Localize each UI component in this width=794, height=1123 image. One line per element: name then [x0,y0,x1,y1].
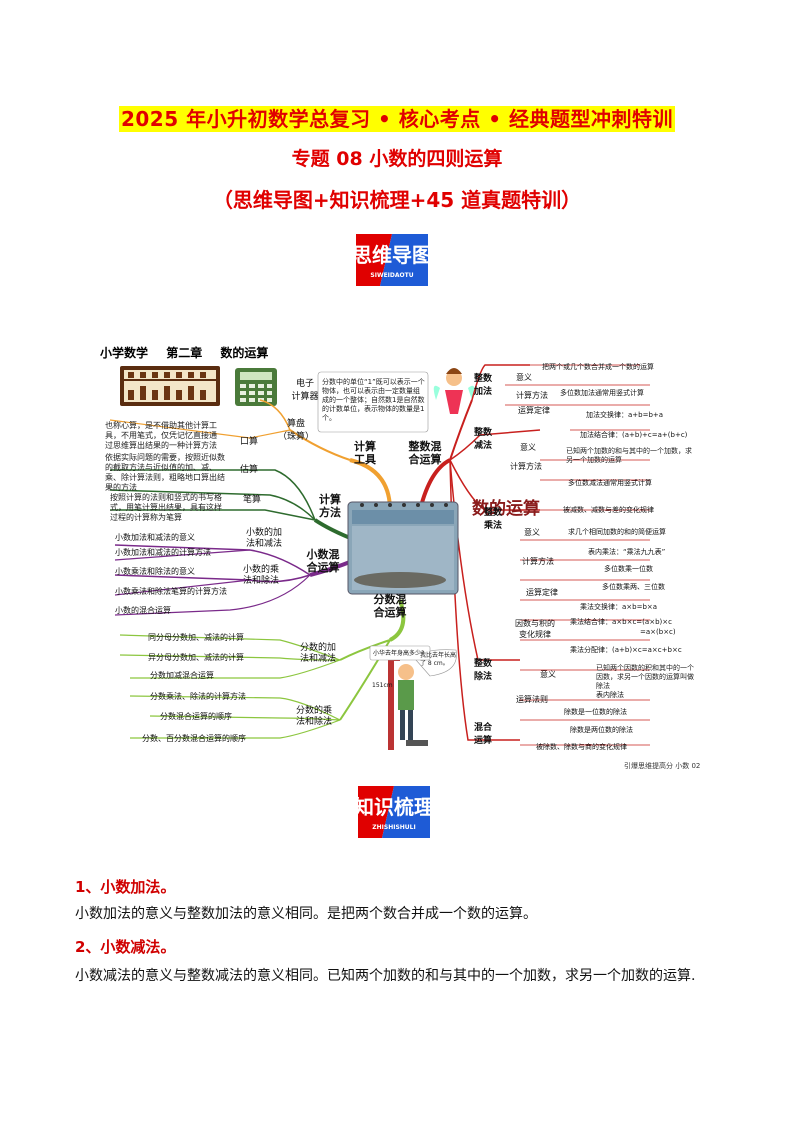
unit-note-box [317,371,429,433]
div-change: 被除数、除数与商的变化规律 [536,743,627,751]
written-desc: 按照计算的法则和竖式的书写格式，用笔计算出结果，具有这样过程的计算称为笔算 [110,493,222,522]
header-topic: 数的运算 [220,346,269,360]
dec-addsub: 小数的加 法和减法 [246,528,283,549]
document-title-line3: （思维导图+知识梳理+45 道真题特训） [212,188,582,212]
dec-mul-method: 小数乘法和除法笔算的计算方法 [115,587,227,596]
mul-one: 多位数乘一位数 [604,565,653,573]
abacus-label: 算盘 （珠算） [277,419,314,442]
estimate-desc: 依据实际问题的需要，按照近似数的截取方法与近似值的加、减、乘、除计算法则，粗略地… [105,453,225,492]
add-law-label: 运算定律 [518,406,550,415]
mindmap-center-label: 数的运算 [472,499,540,519]
node-mixed-calc: 混合 运算 [473,723,492,746]
sub-method: 多位数减法通常用竖式计算 [568,479,652,487]
node-calc-method: 计算 方法 [319,493,341,519]
dec-add-meaning: 小数加法和减法的意义 [115,533,195,542]
mindmap-diagram [109,364,650,750]
student-cartoon-icon [369,645,457,750]
header-chapter: 第二章 [166,346,203,360]
mindmap-footer: 引爆思维提高分 小数 02 [624,762,701,770]
node-frac-mixed: 分数混 合运算 [373,593,407,619]
header-subject: 小学数学 [100,346,149,360]
div-law-label: 运算法则 [516,695,548,704]
calculator-icon [235,368,277,406]
add-def: 把两个或几个数合并成一个数的运算 [542,363,654,371]
div-meaning-label: 意义 [540,670,556,679]
add-meaning-label: 意义 [516,373,532,382]
frac-addsub: 分数的加 法和减法 [300,643,337,664]
mul-two: 多位数乘两、三位数 [602,583,665,591]
section-heading-2: 2、小数减法。 [75,938,176,956]
center-card [347,501,459,595]
abacus-icon [120,366,220,406]
method-estimate: 估算 [240,465,259,475]
section-body-1: 小数加法的意义与整数加法的意义相同。是把两个数合并成一个数的运算。 [75,906,537,922]
div-def: 已知两个因数的积和其中的一个因数，求另一个因数的运算叫做除法 [596,664,694,690]
knowledge-badge-sub: ZHISHISHULI [372,824,415,831]
div-table: 表内除法 [596,691,624,699]
frac-diff-den: 异分母分数加、减法的计算 [148,653,244,662]
add-method-label: 计算方法 [516,391,548,400]
add-assoc: 加法结合律：(a+b)+c=a+(b+c) [580,431,688,439]
frac-mixed-addsub: 分数加减混合运算 [150,671,214,680]
sub-change: 被减数、减数与差的变化规律 [563,506,654,514]
mul-def: 求几个相同加数的和的简便运算 [568,528,666,536]
frac-mixed-order: 分数混合运算的顺序 [160,712,232,721]
mul-dist: 乘法分配律：(a+b)×c=a×c+b×c [570,646,682,654]
mindmap-header: 小学数学 第二章 数的运算 [100,344,282,361]
cartoon-height: 151cm [372,682,393,689]
document-title-line1: 2025 年小升初数学总复习 • 核心考点 • 经典题型冲刺特训 [118,106,676,132]
sub-meaning-label: 意义 [520,443,536,452]
table-mul: 表内乘法：“乘法九九表” [588,548,666,556]
div-one: 除数是一位数的除法 [564,708,627,716]
mul-meaning-label: 意义 [524,528,540,537]
node-calc-tools: 计算 工具 [354,440,376,466]
mindmap-badge: 思维导图 SIWEIDAOTU [352,234,432,286]
node-int-mixed: 整数混 合运算 [408,440,442,466]
section-heading-1: 1、小数加法。 [75,878,176,896]
dec-mul-meaning: 小数乘法和除法的意义 [115,567,195,576]
mul-assoc: 乘法结合律：a×b×c=(a×b)×c [570,618,672,626]
unit-note: 分数中的单位“1”既可以表示一个物体，也可以表示由一定数量组成的一个整体；自然数… [322,378,425,422]
abacus-desc: 也称心算，是不借助其他计算工具，不用笔式，仅凭记忆直接通过思维算出结果的一种计算… [105,421,217,450]
knowledge-badge-text: 知识梳理 [354,795,434,819]
cartoon-speech: 我比去年长高了 8 cm。 [420,652,457,667]
calculator-label: 电子 计算器 [291,379,319,402]
mul-law-label: 运算定律 [526,588,558,597]
sub-method-label: 计算方法 [510,462,542,471]
mindmap-badge-sub: SIWEIDAOTU [370,272,413,279]
mul-comm: 乘法交换律：a×b=b×a [580,603,658,611]
node-int-add: 整数 加法 [473,374,492,397]
add-method: 多位数加法通常用竖式计算 [560,389,644,397]
mul-method-label: 计算方法 [522,557,554,566]
frac-dec-order: 分数、百分数混合运算的顺序 [142,734,246,743]
node-int-div: 整数 除法 [473,659,492,682]
document-title-line2: 专题 08 小数的四则运算 [291,148,503,170]
node-int-sub: 整数 减法 [473,428,492,451]
method-mental: 口算 [240,437,259,447]
node-dec-mixed: 小数混 合运算 [306,548,340,574]
section-body-2: 小数减法的意义与整数减法的意义相同。已知两个加数的和与其中的一个加数，求另一个加… [75,968,696,984]
dec-muldiv: 小数的乘 法和除法 [243,565,280,586]
method-written: 笔算 [243,495,262,505]
mul-assoc-b: =a×(b×c) [640,628,676,636]
frac-muldiv-method: 分数乘法、除法的计算方法 [150,692,246,701]
sub-def: 已知两个加数的和与其中的一个加数，求另一个加数的运算 [566,447,692,464]
knowledge-badge: 知识梳理 ZHISHISHULI [354,786,434,838]
div-two: 除数是两位数的除法 [570,726,633,734]
node-int-mul: 整数 乘法 [483,508,502,531]
frac-same-den: 同分母分数加、减法的计算 [148,633,244,642]
dec-mixed: 小数的混合运算 [115,606,171,615]
cartoon-question: 小华去年身高多少? [373,650,425,657]
dec-add-method: 小数加法和减法的计算方法 [115,548,211,557]
add-comm: 加法交换律：a+b=b+a [586,411,664,419]
mindmap-badge-text: 思维导图 [352,243,432,267]
frac-muldiv: 分数的乘 法和除法 [296,706,333,727]
factor-change: 因数与积的 变化规律 [515,619,555,639]
